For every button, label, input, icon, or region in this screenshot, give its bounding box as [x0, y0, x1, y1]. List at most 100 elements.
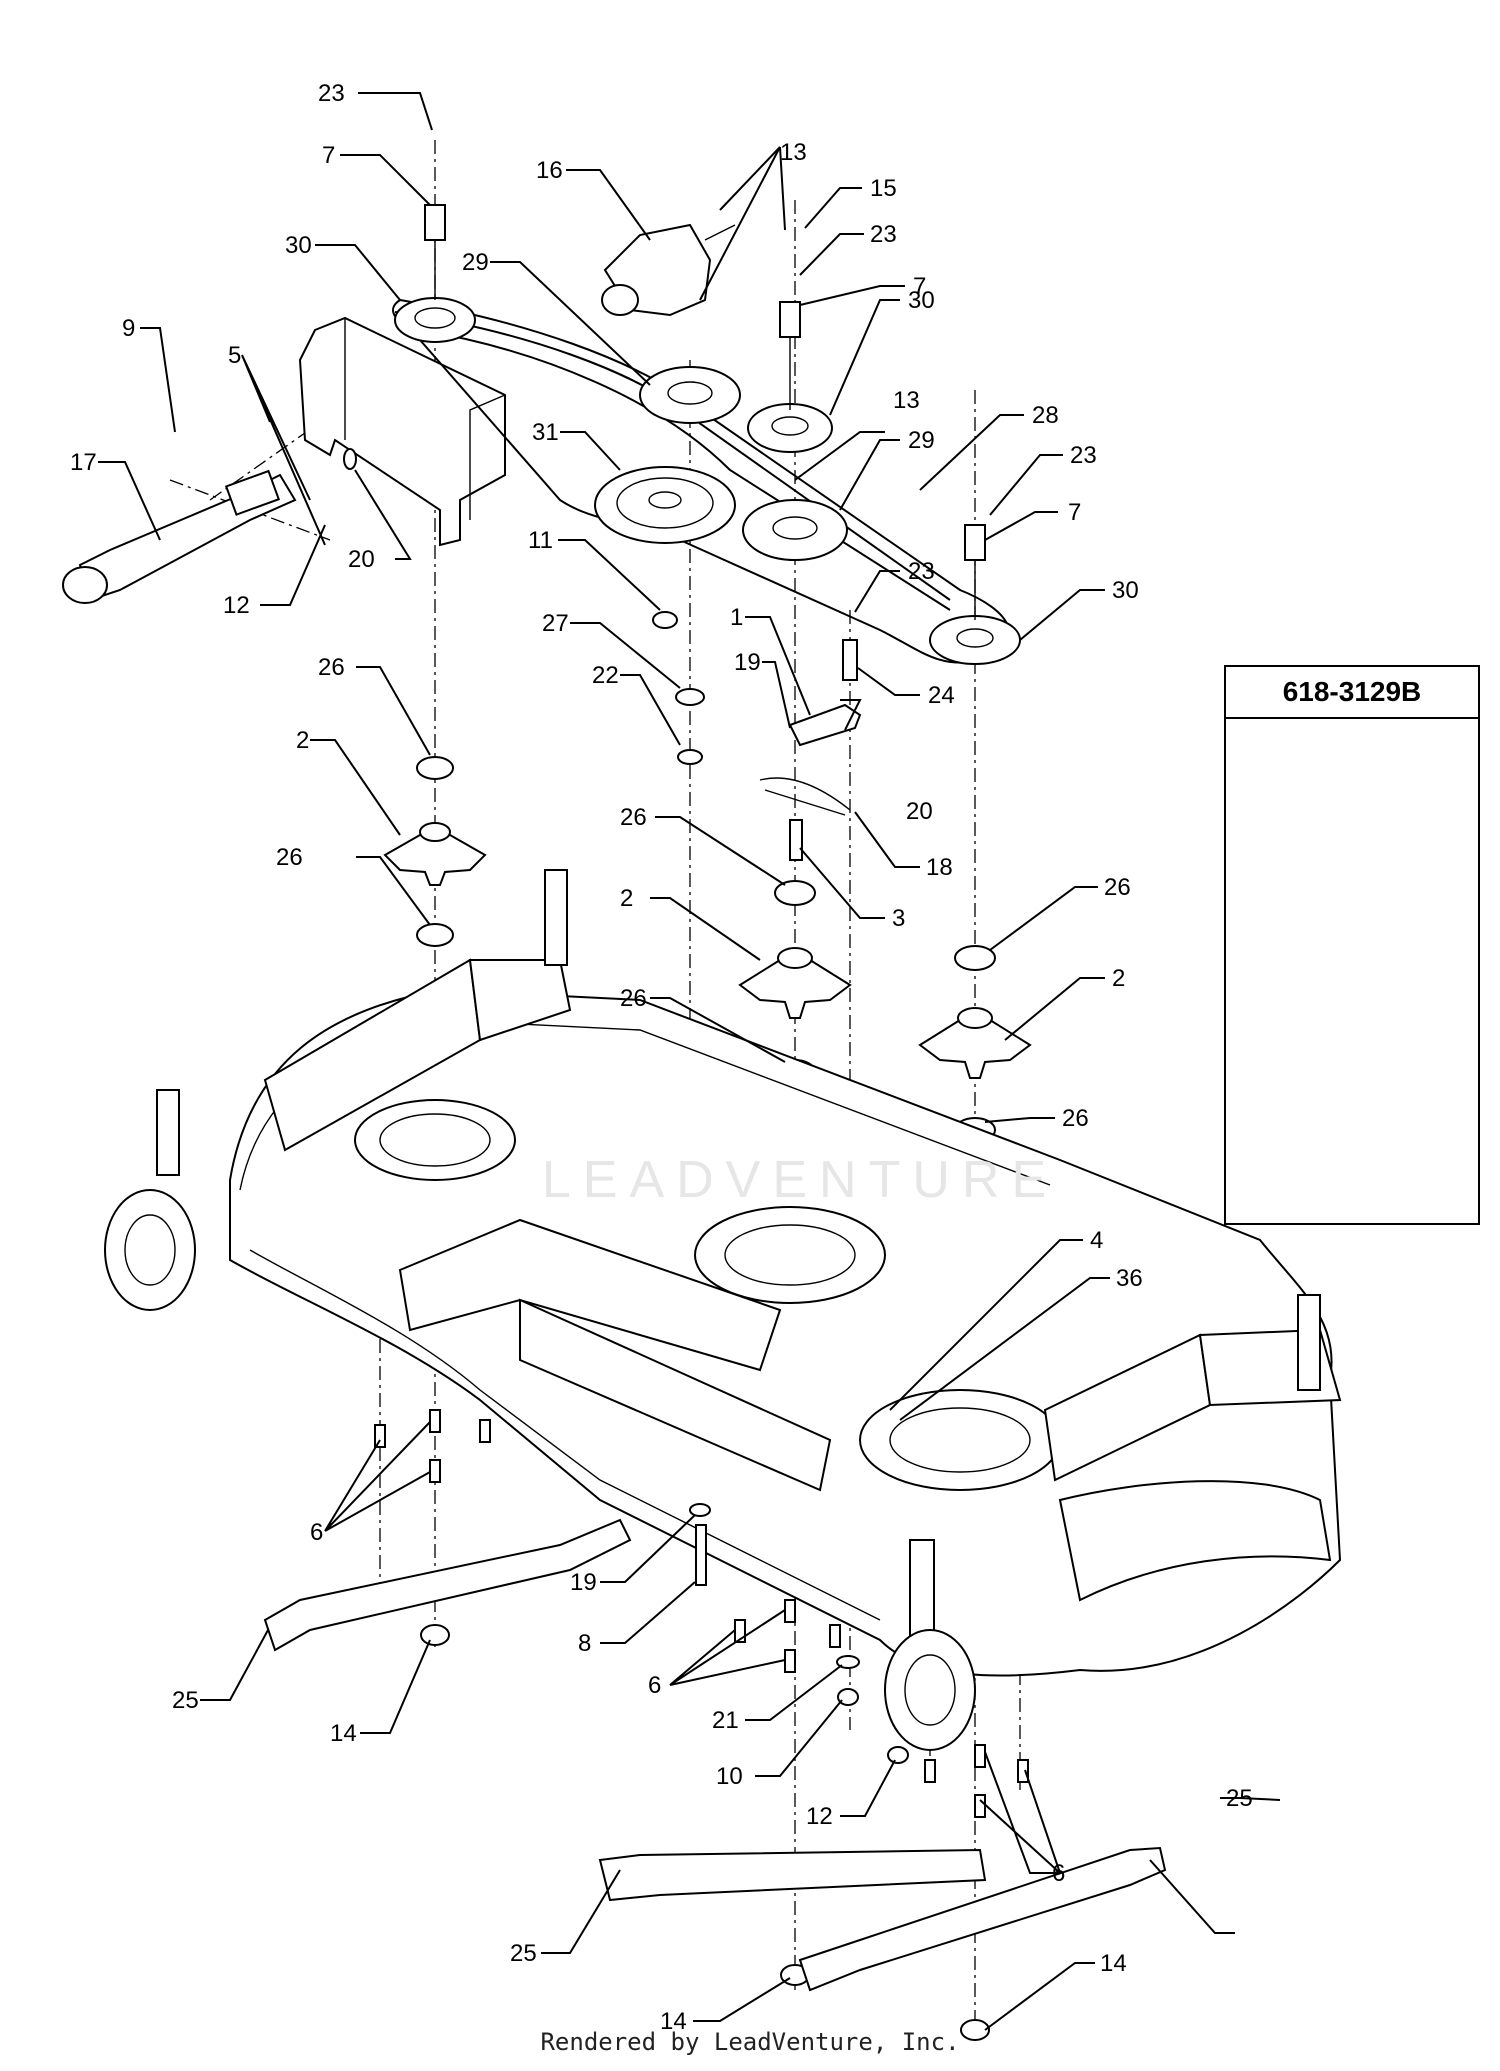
blade-right — [798, 1846, 1167, 1992]
spindle-kit-inset: 618-3129B — [1224, 665, 1480, 1225]
callout-13: 13 — [893, 387, 920, 414]
callout-12: 12 — [223, 592, 250, 619]
caster-wheel-left — [104, 1089, 196, 1311]
callout-25: 25 — [510, 1940, 537, 1967]
idler-pulley-left — [394, 297, 476, 343]
nut-10 — [837, 1688, 859, 1706]
shoulder-bolt-3 — [789, 819, 803, 861]
callout-1: 1 — [730, 604, 743, 631]
callout-25: 25 — [172, 1687, 199, 1714]
callout-30: 30 — [1112, 577, 1139, 604]
deck-opening-center — [694, 1206, 886, 1304]
deck-opening-left — [354, 1099, 516, 1181]
callout-19: 19 — [570, 1569, 597, 1596]
blade-center — [598, 1848, 987, 1902]
callout-30: 30 — [285, 232, 312, 259]
washer-19-lower — [689, 1503, 711, 1517]
pivot-bolt-24 — [842, 639, 858, 681]
callout-12: 12 — [806, 1803, 833, 1830]
callout-6: 6 — [310, 1519, 323, 1546]
callout-18: 18 — [926, 854, 953, 881]
discharge-chute — [1058, 1480, 1332, 1602]
bearing-26-left-bottom — [416, 923, 454, 947]
callout-8: 8 — [578, 1630, 591, 1657]
callout-31: 31 — [532, 419, 559, 446]
callout-10: 10 — [716, 1763, 743, 1790]
right-rear-post — [1297, 1294, 1321, 1391]
callout-24: 24 — [928, 682, 955, 709]
callout-23: 23 — [870, 221, 897, 248]
callout-25: 25 — [1226, 1785, 1253, 1812]
callout-7: 7 — [913, 273, 926, 300]
callout-2: 2 — [1112, 965, 1125, 992]
bolt-7-middle — [779, 301, 801, 338]
callout-29: 29 — [908, 427, 935, 454]
mower-deck — [104, 869, 1342, 1751]
callout-26: 26 — [620, 985, 647, 1012]
callout-28: 28 — [1032, 402, 1059, 429]
callout-14: 14 — [1100, 1950, 1127, 1977]
callout-23: 23 — [1070, 442, 1097, 469]
bolt-8 — [695, 1524, 707, 1586]
spindle-assemblies — [383, 756, 1032, 1143]
nut-14-right — [960, 2019, 990, 2041]
callout-30: 30 — [908, 287, 935, 314]
callout-20: 20 — [906, 798, 933, 825]
tension-spring — [759, 777, 851, 816]
callout-9: 9 — [122, 315, 135, 342]
callout-21: 21 — [712, 1707, 739, 1734]
belt-drive-assembly — [62, 204, 1021, 861]
callout-26: 26 — [318, 654, 345, 681]
callout-3: 3 — [892, 905, 905, 932]
callout-14: 14 — [330, 1720, 357, 1747]
bearing-26-left-top — [416, 756, 454, 780]
callout-26: 26 — [1062, 1105, 1089, 1132]
callout-11: 11 — [528, 527, 553, 554]
callout-27: 27 — [542, 610, 569, 637]
callout-23: 23 — [908, 558, 935, 585]
callout-14: 14 — [660, 2008, 687, 2035]
callout-26: 26 — [1104, 874, 1131, 901]
caster-wheel-right — [884, 1539, 976, 1751]
callout-2: 2 — [296, 727, 309, 754]
spindle-left — [383, 834, 487, 886]
callout-13: 13 — [780, 139, 807, 166]
callout-26: 26 — [620, 804, 647, 831]
callout-4: 4 — [1090, 1227, 1103, 1254]
nut-12-lower — [887, 1746, 909, 1764]
idler-arm — [788, 703, 862, 747]
bearing-26-right-top — [954, 945, 996, 971]
pto-bracket — [298, 316, 506, 547]
washer-20-left — [343, 448, 357, 470]
callout-16: 16 — [536, 157, 563, 184]
watermark-text: LEADVENTURE — [541, 1151, 1059, 1209]
callout-5: 5 — [228, 342, 241, 369]
callout-6: 6 — [648, 1672, 661, 1699]
callout-29: 29 — [462, 249, 489, 276]
render-credit: Rendered by LeadVenture, Inc. — [540, 2028, 960, 2056]
deck-cross-frame — [398, 1218, 782, 1372]
idler-pulley-right — [929, 615, 1021, 665]
callout-19: 19 — [734, 649, 761, 676]
bearing-26-center-top — [774, 880, 816, 906]
idler-pulley-middle — [747, 403, 833, 453]
center-pulley-upper — [639, 366, 741, 424]
callout-23: 23 — [318, 80, 345, 107]
bolt-7-right — [964, 524, 986, 561]
callout-15: 15 — [870, 175, 897, 202]
callout-36: 36 — [1116, 1265, 1143, 1292]
nut-14-left — [420, 1624, 450, 1646]
blade-left — [263, 1518, 632, 1652]
callout-17: 17 — [70, 449, 97, 476]
callout-26: 26 — [276, 844, 303, 871]
kit-part-number: 618-3129B — [1226, 667, 1478, 719]
callout-2: 2 — [620, 885, 633, 912]
washer-22 — [677, 749, 703, 765]
callout-20: 20 — [348, 546, 375, 573]
mower-blades — [263, 1518, 1167, 1992]
nut-11 — [652, 611, 678, 629]
callout-22: 22 — [592, 662, 619, 689]
callout-6: 6 — [1052, 1860, 1065, 1887]
